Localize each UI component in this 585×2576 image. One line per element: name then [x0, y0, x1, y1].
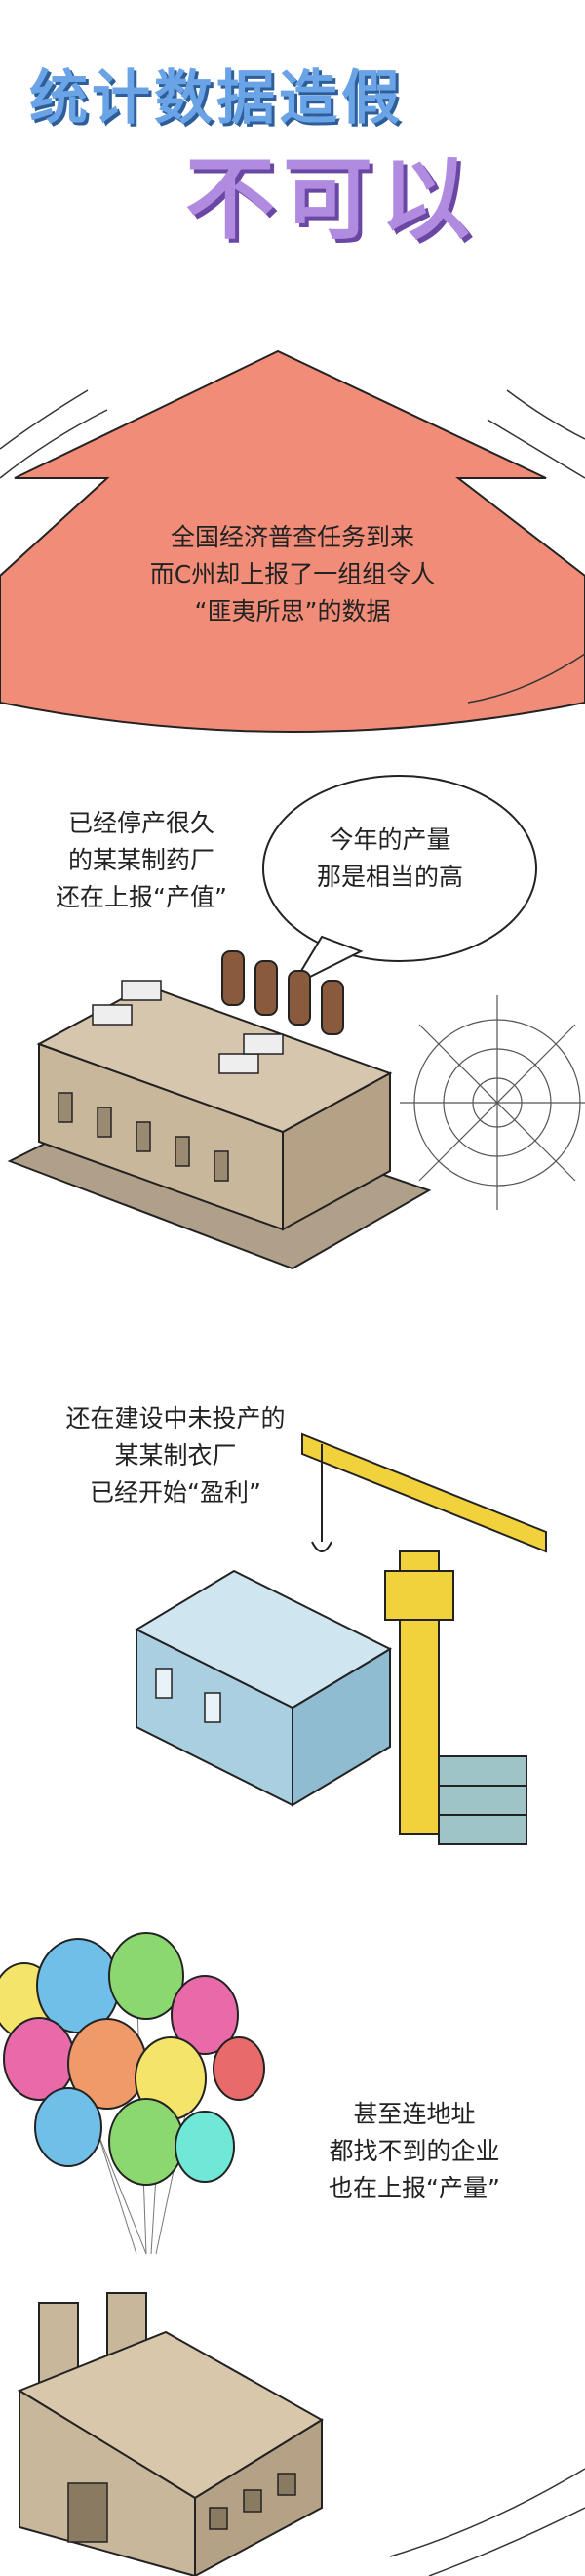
speech-bubble — [262, 775, 537, 962]
caption-line: 甚至连地址 — [353, 2100, 476, 2128]
bubble-line: 那是相当的高 — [316, 863, 463, 891]
spider-web-icon — [400, 995, 585, 1210]
caption-line: 还在建设中未投产的 — [65, 1404, 286, 1432]
title-line-2: 不可以 — [185, 147, 479, 252]
caption-line: 而C州却上报了一组组令人 — [149, 560, 436, 588]
chimney — [221, 950, 344, 1035]
big-arrow — [0, 349, 585, 733]
balloon-icon — [0, 1932, 265, 2186]
balloon-factory-illustration — [0, 1932, 585, 2576]
caption-line: 已经停产很久 — [67, 809, 214, 837]
section-4-caption: 甚至连地址 都找不到的企业 也在上报“产量” — [268, 2096, 561, 2207]
title-line-1: 统计数据造假 — [29, 64, 404, 133]
caption-line: 已经开始“盈利” — [90, 1478, 261, 1507]
crane-icon — [301, 1432, 547, 1835]
caption-line: 都找不到的企业 — [329, 2137, 500, 2165]
section-2-caption: 已经停产很久 的某某制药厂 还在上报“产值” — [29, 805, 254, 916]
factory-illustration — [7, 775, 585, 1270]
building-top — [134, 1569, 393, 1710]
arrow-illustration — [0, 349, 585, 733]
caption-line: “匪夷所思”的数据 — [194, 597, 391, 625]
section-3-caption: 还在建设中未投产的 某某制衣厂 已经开始“盈利” — [29, 1400, 322, 1511]
bubble-line: 今年的产量 — [329, 825, 451, 854]
caption-line: 的某某制药厂 — [67, 846, 214, 874]
section-1-caption: 全国经济普查任务到来 而C州却上报了一组组令人 “匪夷所思”的数据 — [136, 519, 448, 630]
construction-illustration — [134, 1432, 547, 1845]
caption-line: 也在上报“产量” — [329, 2174, 500, 2202]
caption-line: 全国经济普查任务到来 — [170, 523, 414, 551]
stack-of-boxes — [438, 1755, 527, 1845]
caption-line: 某某制衣厂 — [114, 1441, 237, 1469]
caption-line: 还在上报“产值” — [56, 883, 227, 911]
speech-bubble-text: 今年的产量 那是相当的高 — [283, 822, 497, 896]
